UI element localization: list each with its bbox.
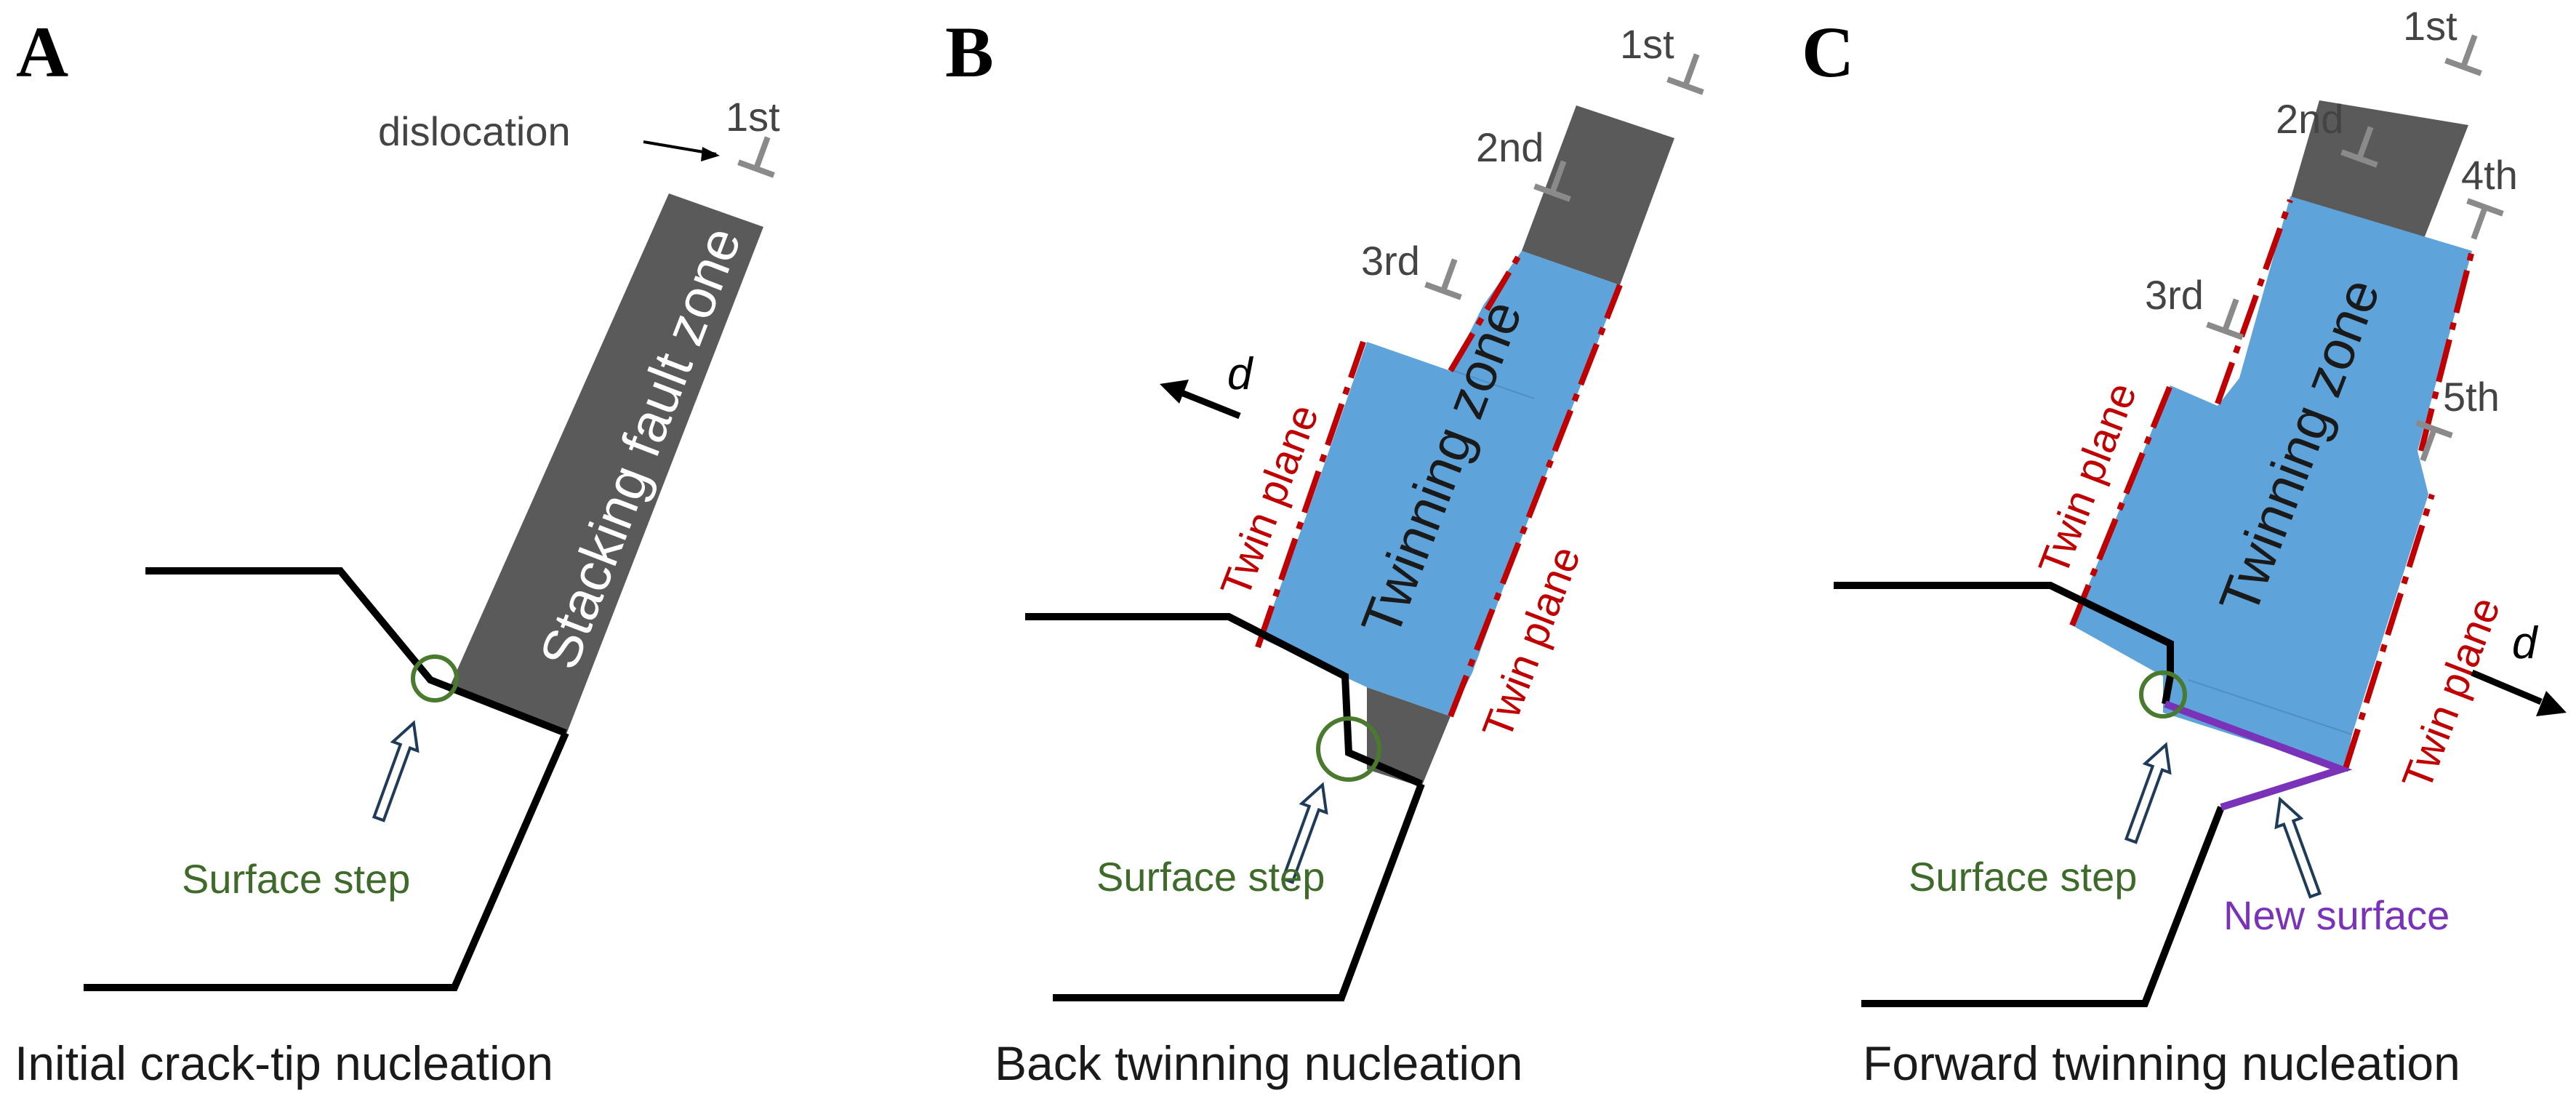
dislocation-1st-label: 1st — [1620, 21, 1674, 67]
direction-label: d — [2512, 618, 2539, 668]
twin-plane-left-step — [1448, 249, 1525, 373]
surface-step-marker — [1316, 716, 1381, 782]
twin-plane-right-top — [2418, 250, 2475, 452]
panel-letter-c: C — [1802, 12, 1854, 92]
caption-c: Forward twinning nucleation — [1863, 1036, 2460, 1090]
twinning-zone — [1261, 251, 1620, 716]
new-surface-line — [2164, 700, 2353, 811]
twin-plane-right-label: Twin plane — [2393, 590, 2509, 796]
twin-plane-left-line — [2069, 384, 2173, 627]
surface-step-arrow-icon — [365, 717, 428, 825]
dislocation-pointer-head — [701, 147, 720, 161]
twin-plane-left-line — [1255, 340, 1366, 649]
twin-plane-right-line — [1448, 284, 1623, 718]
dislocation-1st-label: 1st — [726, 94, 780, 140]
surface-step-label: Surface step — [1096, 854, 1325, 900]
dislocation-label: dislocation — [378, 108, 571, 154]
twinning-zone-inner-boundary — [2188, 679, 2353, 735]
direction-arrow-head-icon — [2536, 691, 2567, 716]
surface-step-marker — [2139, 670, 2187, 718]
dislocation-symbol-icon — [2456, 201, 2503, 245]
panel-letter-b: B — [945, 12, 994, 92]
twinning-zone — [2072, 196, 2472, 771]
new-surface-arrow-icon — [2266, 793, 2329, 901]
caption-b: Back twinning nucleation — [995, 1036, 1522, 1090]
direction-arrow — [2471, 669, 2543, 705]
surface-step-label: Surface step — [1909, 854, 2137, 900]
surface-step-arrow-icon — [2117, 739, 2180, 846]
panel-letter-a: A — [16, 12, 68, 92]
dislocation-5th-label: 5th — [2443, 374, 2500, 420]
stacking-fault-zone-bottom — [1367, 687, 1450, 787]
stacking-fault-zone-top — [2290, 100, 2468, 246]
dislocation-4th-label: 4th — [2461, 152, 2518, 198]
direction-arrow — [1180, 389, 1241, 420]
panel-c: C Twinning zone Twin plane Twin plane Su… — [1802, 3, 2567, 1090]
dislocation-symbol-icon — [1426, 253, 1473, 297]
crack-outline-lower — [1053, 782, 1425, 1001]
twin-plane-right-line — [2342, 493, 2435, 772]
twinning-zone-inner-boundary — [1453, 370, 1535, 399]
new-surface-label: New surface — [2223, 892, 2449, 938]
dislocation-3rd-label: 3rd — [2145, 272, 2204, 318]
panel-b: B Twinning zone Twin plane Twin plane Su… — [945, 12, 1714, 1090]
crack-outline-upper — [1025, 613, 1423, 788]
dislocation-3rd-label: 3rd — [1361, 238, 1420, 284]
twin-plane-left-step — [2215, 199, 2293, 405]
stacking-fault-zone — [448, 193, 763, 736]
surface-step-marker — [411, 654, 459, 702]
dislocation-2nd-label: 2nd — [2276, 96, 2343, 142]
stacking-fault-zone-top — [1522, 105, 1674, 285]
panel-a: A Stacking fault zone Surface step dislo… — [15, 12, 785, 1090]
caption-a: Initial crack-tip nucleation — [15, 1036, 553, 1090]
dislocation-1st-label: 1st — [2403, 3, 2457, 49]
dislocation-symbol-icon — [1668, 48, 1715, 92]
dislocation-2nd-label: 2nd — [1476, 124, 1544, 170]
direction-label: d — [1227, 349, 1254, 399]
surface-step-label: Surface step — [182, 856, 410, 902]
direction-arrow-head-icon — [1160, 380, 1189, 404]
crack-outline-lower — [84, 731, 569, 991]
crack-outline-upper — [1834, 582, 2174, 705]
crack-outline-upper — [145, 567, 567, 737]
crack-outline-lower — [1861, 806, 2225, 1007]
